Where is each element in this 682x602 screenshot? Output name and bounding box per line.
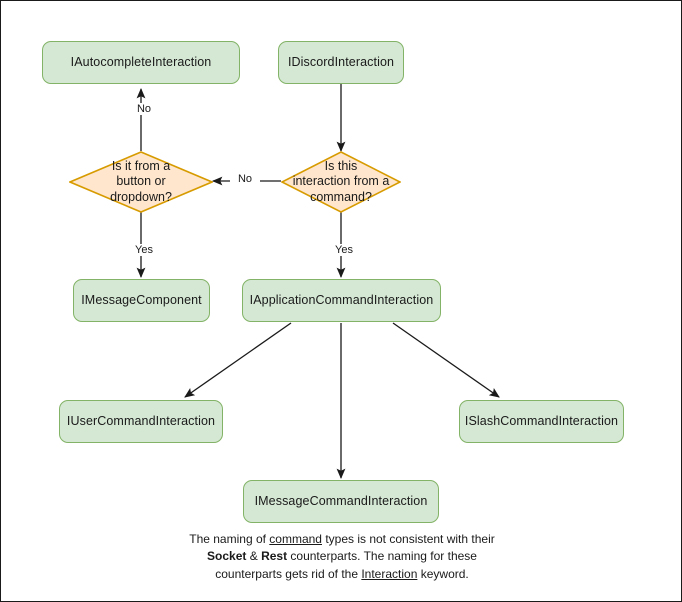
edge-application-command-to-user-command bbox=[184, 322, 292, 398]
edge-label-no-autocomplete: No bbox=[128, 103, 160, 115]
caption-text: & bbox=[246, 549, 262, 564]
caption-text: The naming of bbox=[189, 532, 270, 546]
diagram-caption: The naming of command types is not consi… bbox=[142, 531, 542, 583]
caption-line-3: counterparts gets rid of the Interaction… bbox=[142, 566, 542, 583]
caption-text: keyword. bbox=[417, 566, 469, 581]
node-label: Is this interaction from a command? bbox=[292, 158, 390, 204]
diamond-shape bbox=[281, 151, 401, 213]
node-label: IMessageCommandInteraction bbox=[254, 494, 428, 508]
node-discord-interaction[interactable]: IDiscordInteraction bbox=[278, 41, 404, 84]
edge-application-command-to-slash-command bbox=[392, 322, 500, 398]
node-button-or-dropdown-decision[interactable]: Is it from a button or dropdown? bbox=[69, 151, 213, 213]
node-user-command-interaction[interactable]: IUserCommandInteraction bbox=[59, 400, 223, 443]
edge-label-no-between-decisions: No bbox=[230, 173, 260, 185]
node-label: IApplicationCommandInteraction bbox=[249, 293, 434, 307]
caption-line-2: Socket & Rest counterparts. The naming f… bbox=[142, 548, 542, 565]
node-label: IAutocompleteInteraction bbox=[70, 55, 212, 69]
caption-underline-interaction: Interaction bbox=[361, 566, 418, 581]
caption-text: counterparts. The naming for these bbox=[287, 549, 477, 564]
caption-bold-rest: Rest bbox=[261, 549, 288, 564]
caption-text: types is not consistent with their bbox=[321, 532, 495, 546]
node-label: ISlashCommandInteraction bbox=[464, 414, 619, 428]
node-label: IUserCommandInteraction bbox=[66, 414, 216, 428]
caption-text: counterparts gets rid of the bbox=[215, 566, 362, 581]
node-is-command-decision[interactable]: Is this interaction from a command? bbox=[281, 151, 401, 213]
caption-underline-command: command bbox=[269, 532, 322, 546]
edge-label-yes-message-component: Yes bbox=[126, 244, 162, 256]
node-label: IMessageComponent bbox=[81, 293, 202, 307]
node-application-command-interaction[interactable]: IApplicationCommandInteraction bbox=[242, 279, 441, 322]
node-message-component[interactable]: IMessageComponent bbox=[73, 279, 210, 322]
node-message-command-interaction[interactable]: IMessageCommandInteraction bbox=[243, 480, 439, 523]
diamond-shape bbox=[69, 151, 213, 213]
node-label: Is it from a button or dropdown? bbox=[110, 158, 172, 204]
node-label: IDiscordInteraction bbox=[287, 55, 395, 69]
node-slash-command-interaction[interactable]: ISlashCommandInteraction bbox=[459, 400, 624, 443]
caption-bold-socket: Socket bbox=[207, 549, 247, 564]
node-autocomplete-interaction[interactable]: IAutocompleteInteraction bbox=[42, 41, 240, 84]
caption-line-1: The naming of command types is not consi… bbox=[142, 531, 542, 548]
edge-label-yes-application-command: Yes bbox=[326, 244, 362, 256]
